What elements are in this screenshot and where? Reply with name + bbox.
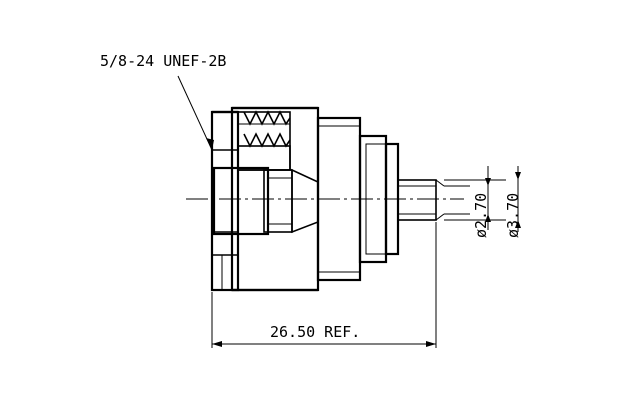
center-contact — [212, 166, 319, 236]
length-dimension — [211, 222, 437, 348]
front-nut-section — [210, 110, 240, 292]
cable-ferrule — [397, 179, 445, 221]
thread-leader — [177, 75, 214, 151]
outer-diameter-label: ø3.70 — [504, 193, 522, 238]
thread-label: 5/8-24 UNEF-2B — [100, 52, 226, 70]
diameter-dimensions — [444, 166, 521, 232]
thread-section — [237, 110, 291, 171]
inner-diameter-label: ø2.70 — [472, 193, 490, 238]
length-label: 26.50 REF. — [270, 323, 360, 341]
